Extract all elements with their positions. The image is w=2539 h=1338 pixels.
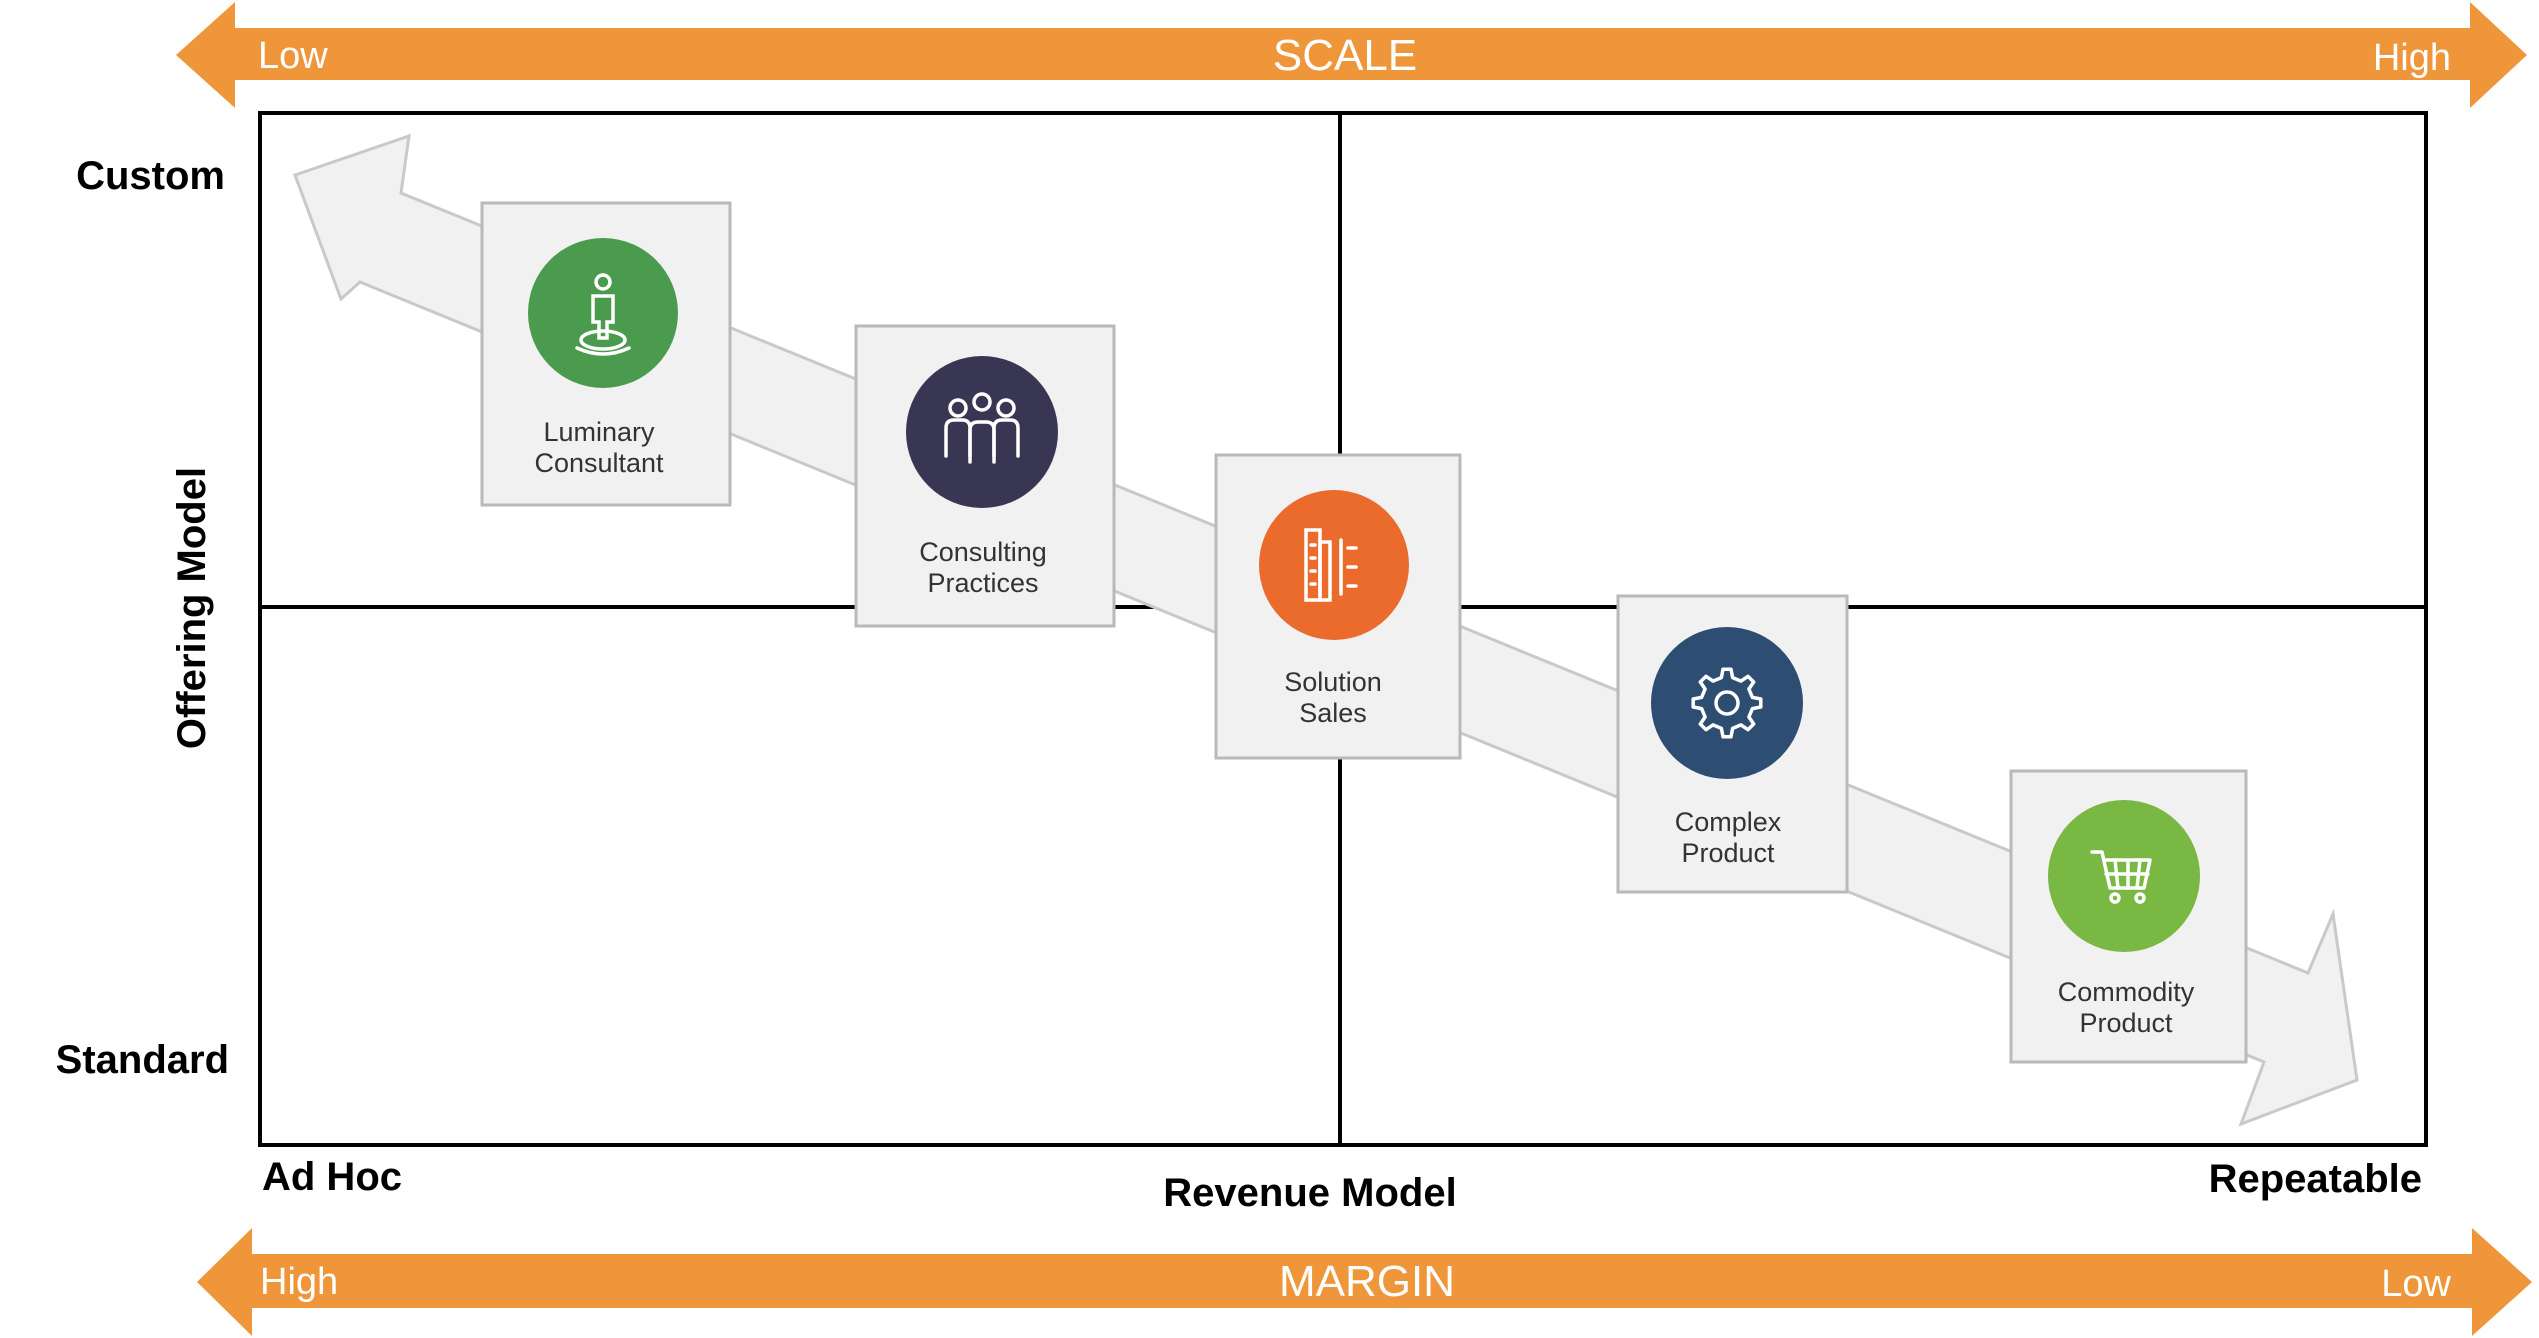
y-axis-top-label: Custom (76, 154, 225, 198)
team-group-icon (944, 392, 1020, 464)
card-line2: Practices (927, 568, 1038, 598)
card-consulting-practices: Consulting Practices (854, 324, 1116, 628)
y-axis-title: Offering Model (170, 467, 214, 749)
card-icon-circle (906, 356, 1058, 508)
card-icon-circle (1259, 490, 1409, 640)
card-line1: Commodity (2058, 977, 2195, 1007)
card-line1: Luminary (543, 417, 655, 447)
scale-low-label: Low (258, 35, 328, 77)
x-axis-left-label: Ad Hoc (262, 1155, 402, 1199)
scale-high-label: High (2373, 37, 2451, 79)
shopping-cart-icon (2090, 850, 2152, 904)
card-line1: Consulting (919, 537, 1047, 567)
x-axis-title: Revenue Model (1163, 1171, 1456, 1215)
card-icon-circle (528, 238, 678, 388)
building-list-icon (1304, 528, 1358, 602)
card-line1: Complex (1675, 807, 1782, 837)
card-icon-circle (2048, 800, 2200, 952)
x-axis-right-label: Repeatable (2209, 1157, 2422, 1201)
card-line2: Product (1681, 838, 1775, 868)
y-axis-bottom-label: Standard (56, 1038, 229, 1082)
card-luminary-consultant: Luminary Consultant (480, 201, 732, 507)
card-solution-sales: Solution Sales (1214, 453, 1462, 760)
margin-banner: High MARGIN Low (197, 1228, 2532, 1336)
person-spotlight-icon (575, 273, 631, 356)
scale-title: SCALE (1273, 31, 1417, 80)
card-line1: Solution (1284, 667, 1382, 697)
margin-double-arrow (197, 1228, 2532, 1336)
margin-title: MARGIN (1279, 1257, 1455, 1306)
scale-double-arrow (176, 2, 2527, 108)
margin-low-label: Low (2381, 1263, 2451, 1305)
margin-high-label: High (260, 1261, 338, 1303)
card-commodity-product: Commodity Product (2009, 769, 2248, 1064)
card-icon-circle (1651, 627, 1803, 779)
card-line2: Product (2079, 1008, 2173, 1038)
card-complex-product: Complex Product (1616, 594, 1849, 894)
scale-banner: Low SCALE High (176, 2, 2527, 108)
card-line2: Sales (1299, 698, 1367, 728)
gear-icon (1691, 667, 1763, 739)
card-line2: Consultant (534, 448, 664, 478)
